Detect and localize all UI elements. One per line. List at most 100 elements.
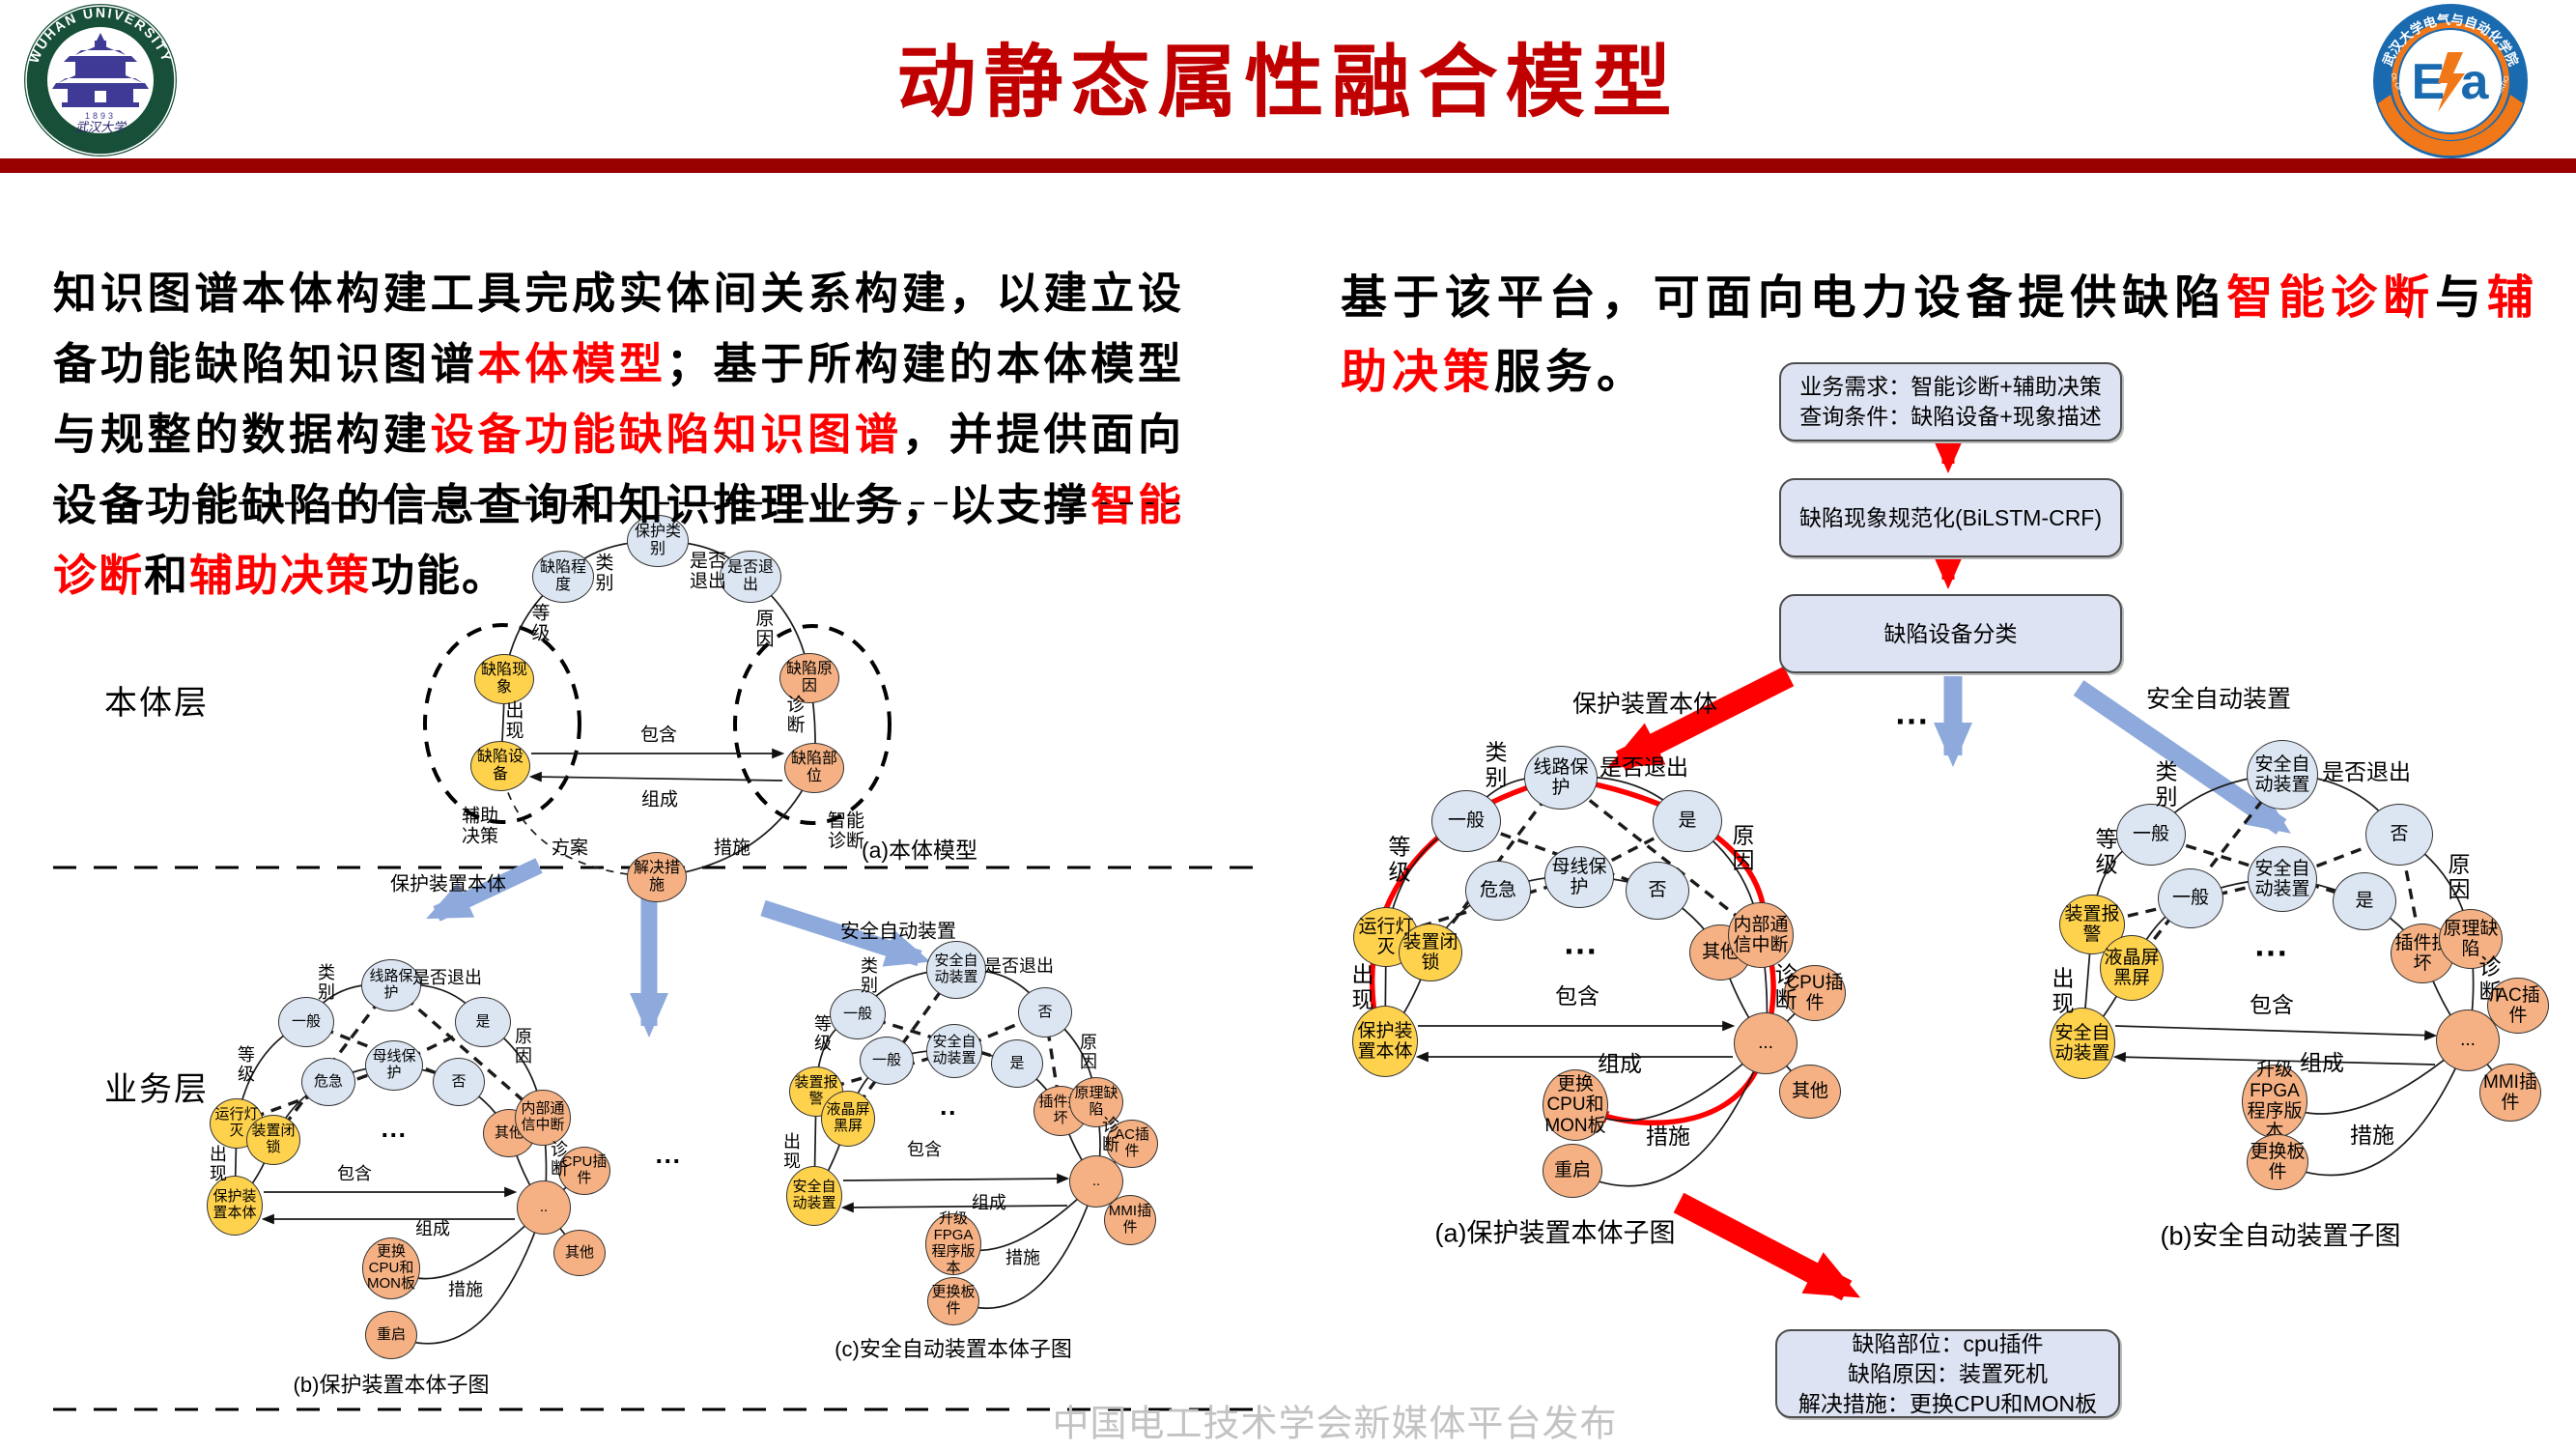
paragraph-segment: 服务。 <box>1494 347 1649 398</box>
edge-label: 类别 <box>1485 739 1508 789</box>
logo-year: 1893 <box>85 111 116 121</box>
graph-node-top: 线路保护 <box>1524 746 1598 810</box>
graph-node-no: 否 <box>433 1058 485 1106</box>
edge-label: 措施 <box>448 1279 483 1299</box>
graph-node-lock: 装置闭锁 <box>1399 924 1462 981</box>
edge-label: 组成 <box>415 1218 450 1238</box>
graph-node-mid: 母线保护 <box>1544 846 1614 908</box>
edge-label: 等级 <box>238 1044 255 1084</box>
graph-node-base: 安全自动装置 <box>786 1166 842 1226</box>
graph-edge <box>528 771 783 782</box>
graph-node-mid: 安全自动装置 <box>2248 846 2317 912</box>
edge-label: 组成 <box>2300 1050 2344 1076</box>
paragraph-segment: 本体模型 <box>477 339 666 388</box>
edge-label: 诊断 <box>551 1139 568 1179</box>
edge-label: 包含 <box>337 1163 372 1183</box>
edge-label: 等级 <box>1388 834 1411 884</box>
edge-label: ··· <box>1564 932 1599 971</box>
graph-node-comm: 内部通信中断 <box>1728 902 1794 968</box>
graph-node-mmi: MMI插件 <box>2479 1064 2541 1122</box>
edge-label: ··· <box>655 1146 682 1176</box>
edge-label: 措施 <box>1005 1247 1040 1267</box>
classification-arrows <box>1606 666 2291 1301</box>
graph-node-yes: 是 <box>2333 872 2396 930</box>
graph-node-base: 保护装置本体 <box>207 1176 263 1236</box>
graph-node-urgent: 危急 <box>301 1058 355 1106</box>
graph-node-qxx: 缺陷现象 <box>474 654 534 704</box>
header-divider-bar <box>0 158 2576 173</box>
graph-node-no: 否 <box>1626 862 1689 920</box>
graph-node-comm: 内部通信中断 <box>515 1090 571 1146</box>
edge-label: 措施 <box>2350 1123 2394 1149</box>
logo-calligraphy: 武汉大学 <box>75 120 127 134</box>
arrow-label: 安全自动装置 <box>2145 686 2292 713</box>
graph-node-gen2: 一般 <box>860 1037 914 1085</box>
graph-edge <box>840 1202 1068 1213</box>
graph-node-black: 液晶屏黑屏 <box>821 1091 875 1147</box>
edge-label: 类别 <box>318 962 335 1002</box>
graph-node-yes: 是 <box>1653 790 1722 852</box>
graph-node-gen1: 一般 <box>830 989 886 1039</box>
right-paragraph: 基于该平台，可面向电力设备提供缺陷智能诊断与辅助决策服务。 <box>1341 261 2538 410</box>
graph-node-restart: 重启 <box>1543 1144 1602 1198</box>
edge-label: 类别 <box>2155 758 2178 809</box>
edge-label: 是否退出 <box>412 967 482 987</box>
page-title: 动静态属性融合模型 <box>896 39 1680 127</box>
paragraph-segment: 智能诊断 <box>2226 272 2435 324</box>
edge-label: 等级 <box>814 1013 832 1053</box>
graph-node-base: 安全自动装置 <box>2050 1008 2115 1079</box>
graph-node-gen: 一般 <box>1431 790 1501 852</box>
graph-node-no: 否 <box>1018 987 1072 1038</box>
paragraph-segment: ；基于所构建的本体模型与规整的数据构建 <box>53 339 1183 459</box>
pagoda-icon <box>52 33 149 107</box>
edge-label: 出现 <box>210 1144 227 1183</box>
paragraph-segment: 功能。 <box>371 551 508 600</box>
edge-label: 原因 <box>2448 851 2471 901</box>
result-line2: 缺陷原因：装置死机 <box>1848 1360 2048 1386</box>
graph-node-gen: 一般 <box>278 997 334 1047</box>
graph-node-fpga: 升级FPGA程序版本 <box>925 1211 981 1276</box>
edge-label: 原因 <box>755 609 775 650</box>
edge-label: 是否退出 <box>1599 754 1688 781</box>
graph-node-dots: ... <box>2436 1009 2500 1071</box>
edge-label: 措施 <box>1646 1123 1690 1150</box>
graph-node-otherL: 其他 <box>1779 1065 1841 1119</box>
logo-monogram-a: a <box>2461 54 2490 110</box>
flow-box-classification: 缺陷设备分类 <box>1779 594 2122 673</box>
result-line1: 缺陷部位：cpu插件 <box>1852 1330 2044 1356</box>
wuhan-university-logo: WUHAN UNIVERSITY 1893 武汉大学 <box>24 4 177 156</box>
graph-node-restart: 重启 <box>365 1311 417 1359</box>
edge-label: 包含 <box>639 725 678 746</box>
watermark: 中国电工技术学会新媒体平台发布 <box>1052 1404 1618 1445</box>
edge-label: 组成 <box>640 789 679 810</box>
graph-node-fix: 更换CPU和MON板 <box>1543 1069 1608 1141</box>
result-line3: 解决措施：更换CPU和MON板 <box>1798 1390 2098 1416</box>
graph-node-dots: .. <box>517 1180 571 1235</box>
graph-node-board: 更换板件 <box>2247 1134 2308 1190</box>
edge-label: ··· <box>1895 702 1930 741</box>
edge-label: 类别 <box>861 955 878 995</box>
separator-lines <box>53 501 1267 1411</box>
paragraph-segment: 设备功能缺陷知识图谱 <box>430 410 902 459</box>
graph-edge <box>842 1173 1070 1184</box>
flow-box-normalization: 缺陷现象规范化(BiLSTM-CRF) <box>1779 478 2122 557</box>
edge-label: 出现 <box>783 1131 801 1171</box>
edge-label: 是否退出 <box>984 955 1054 976</box>
graph-caption: (b)安全自动装置子图 <box>2160 1221 2401 1251</box>
paragraph-segment: 辅助决策 <box>1341 272 2538 398</box>
graph-node-mid: 安全自动装置 <box>926 1024 982 1078</box>
graph-node-urgent: 危急 <box>1465 861 1531 921</box>
edge-label: 原因 <box>1732 822 1755 872</box>
graph-caption: (b)保护装置本体子图 <box>293 1373 490 1397</box>
school-logo: 武汉大学电气与自动化学院 SCHOOL OF ELECTRICAL ENGINE… <box>2368 2 2528 158</box>
edge-label: 包含 <box>907 1139 942 1159</box>
graph-node-base: 保护装置本体 <box>1352 1006 1418 1077</box>
graph-node-yes: 是 <box>455 997 511 1047</box>
graph-node-mid: 母线保护 <box>365 1040 423 1091</box>
edge-label: 措施 <box>713 838 751 859</box>
edge-label: 出现 <box>505 700 524 742</box>
arrow-label: 保护装置本体 <box>390 873 506 896</box>
graph-node-qbw: 缺陷部位 <box>784 743 844 793</box>
edge-label: 出现 <box>2052 965 2075 1015</box>
graph-node-top: 安全自动装置 <box>2247 740 2318 810</box>
